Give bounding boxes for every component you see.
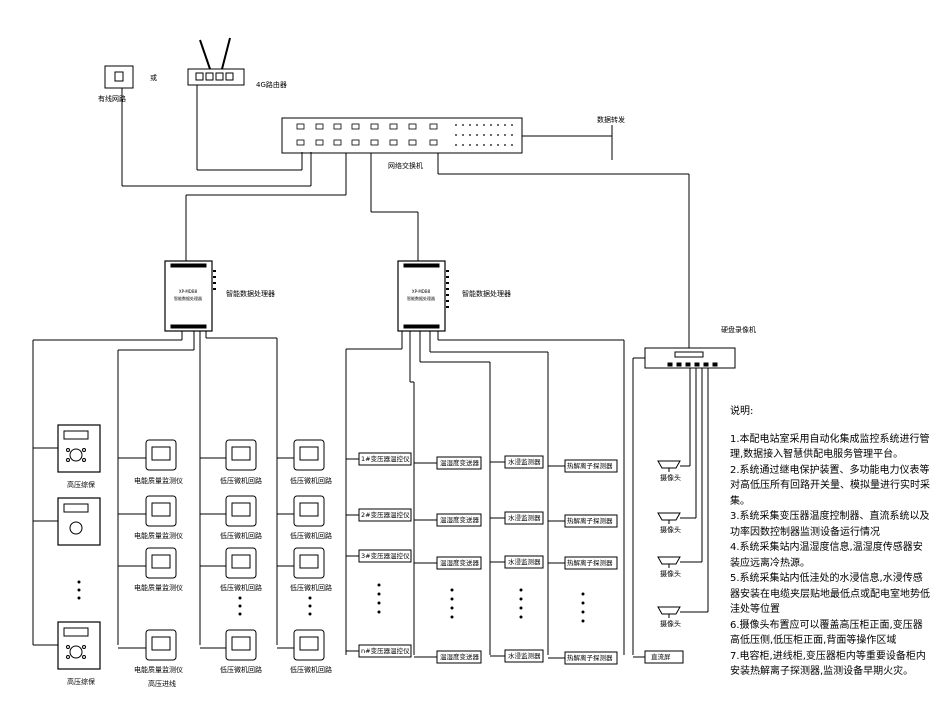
note-item: 7.电容柜,进线柜,变压器柜内等重要设备柜内安装热解离子探测器,监测设备早期火灾… <box>730 650 926 678</box>
humidity-label: 温湿度变送器 <box>440 559 479 567</box>
router-4g-label: 4G路由器 <box>256 81 287 89</box>
hv-protection-relay <box>57 497 101 546</box>
transformer-temp-label: 3#变压器温控仪 <box>361 552 410 560</box>
data-processor-left <box>164 260 213 332</box>
lv-circuit-label: 低压微机回路 <box>220 477 262 485</box>
transformer-temp-label: 2#变压器温控仪 <box>361 511 410 519</box>
camera-icon <box>657 460 681 472</box>
meter <box>145 547 177 579</box>
router-4g-icon <box>187 37 245 86</box>
camera-icon <box>657 606 681 618</box>
processor-right-model: XP-MDB8 <box>412 289 431 294</box>
hv-protection-label: 高压综保 <box>67 481 95 489</box>
lv-circuit-label: 低压微机回路 <box>290 666 332 674</box>
data-processor-right <box>397 260 446 332</box>
lv-circuit-label: 低压微机回路 <box>220 532 262 540</box>
transformer-temp-label: 1#变压器温控仪 <box>361 455 410 463</box>
network-switch <box>281 117 523 154</box>
humidity-label: 温湿度变送器 <box>440 516 479 524</box>
note-item: 5.系统采集站内低洼处的水浸信息,水浸传感器安装在电缆夹层贴地最低点或配电室地势… <box>730 573 930 615</box>
notes-title: 说明: <box>730 406 754 417</box>
meter <box>145 629 177 661</box>
note-item: 6.摄像头布置应可以覆盖高压柜正面,变压器高低压侧,低压柜正面,背面等操作区域 <box>730 619 923 647</box>
meter <box>225 547 257 579</box>
meter <box>145 495 177 527</box>
meter <box>225 629 257 661</box>
nvr-label: 硬盘录像机 <box>721 326 756 334</box>
lv-circuit-label: 低压微机回路 <box>220 584 262 592</box>
processor-left-model: XP-MDB8 <box>179 289 198 294</box>
pyrolysis-detector-label: 热解离子探测器 <box>567 559 613 567</box>
water-detector-label: 水浸监测器 <box>508 652 541 660</box>
lv-circuit-label: 低压微机回路 <box>290 477 332 485</box>
meter <box>293 495 325 527</box>
camera-icon <box>657 512 681 524</box>
processor-right-label: 智能数据处理器 <box>462 290 511 298</box>
processor-left-label: 智能数据处理器 <box>226 290 275 298</box>
dc-screen-label: 直流屏 <box>651 653 671 661</box>
note-item: 2.系统通过继电保护装置、多功能电力仪表等对高低压所有回路开关量、模拟量进行实时… <box>730 464 930 507</box>
wired-network-label: 有线网路 <box>98 95 126 103</box>
note-item: 1.本配电站室采用自动化集成监控系统进行管理,数据接入智慧供配电服务管理平台。 <box>730 433 930 461</box>
camera-label: 摄像头 <box>660 474 681 482</box>
energy-meter-label: 电能质量监测仪 <box>134 532 183 540</box>
note-item: 4.系统采集站内温湿度信息,温湿度传感器安装应远离冷热源。 <box>730 542 923 569</box>
meter <box>225 495 257 527</box>
processor-right-name: 智能数据处理器 <box>407 295 435 301</box>
lv-circuit-label: 低压微机回路 <box>290 532 332 540</box>
energy-meter-label: 电能质量监测仪 <box>134 477 183 485</box>
wired-network-socket <box>104 65 134 89</box>
hv-incoming-label: 高压进线 <box>148 680 176 688</box>
energy-meter-label: 电能质量监测仪 <box>134 666 183 674</box>
meter <box>293 439 325 471</box>
transformer-temp-label: n#变压器温控仪 <box>361 647 410 655</box>
water-detector-label: 水浸监测器 <box>508 514 541 522</box>
processor-left-name: 智能数据处理器 <box>174 295 202 301</box>
hv-protection-relay <box>57 621 101 670</box>
hv-protection-label: 高压综保 <box>67 678 95 686</box>
data-forward-label: 数据转发 <box>597 116 625 124</box>
pyrolysis-detector-label: 热解离子探测器 <box>567 517 613 525</box>
pyrolysis-detector-label: 热解离子探测器 <box>567 462 613 470</box>
hv-protection-relay <box>57 424 101 473</box>
humidity-label: 温湿度变送器 <box>440 653 479 661</box>
meter <box>293 547 325 579</box>
lv-circuit-label: 低压微机回路 <box>220 666 262 674</box>
camera-label: 摄像头 <box>660 526 681 534</box>
meter <box>293 629 325 661</box>
water-detector-label: 水浸监测器 <box>508 558 541 566</box>
notes-panel: 说明: 1.本配电站室采用自动化集成监控系统进行管理,数据接入智慧供配电服务管理… <box>730 404 930 680</box>
camera-icon <box>657 556 681 568</box>
meter <box>225 439 257 471</box>
meter <box>145 439 177 471</box>
water-detector-label: 水浸监测器 <box>508 458 541 466</box>
lv-circuit-label: 低压微机回路 <box>290 584 332 592</box>
network-switch-label: 网络交换机 <box>388 162 423 170</box>
pyrolysis-detector-label: 热解离子探测器 <box>567 654 613 662</box>
camera-label: 摄像头 <box>660 620 681 628</box>
or-label: 或 <box>150 74 157 82</box>
humidity-label: 温湿度变送器 <box>440 459 479 467</box>
energy-meter-label: 电能质量监测仪 <box>134 584 183 592</box>
camera-label: 摄像头 <box>660 570 681 578</box>
note-item: 3.系统采集变压器温度控制器、直流系统以及功率因数控制器监测设备运行情况 <box>730 511 930 538</box>
